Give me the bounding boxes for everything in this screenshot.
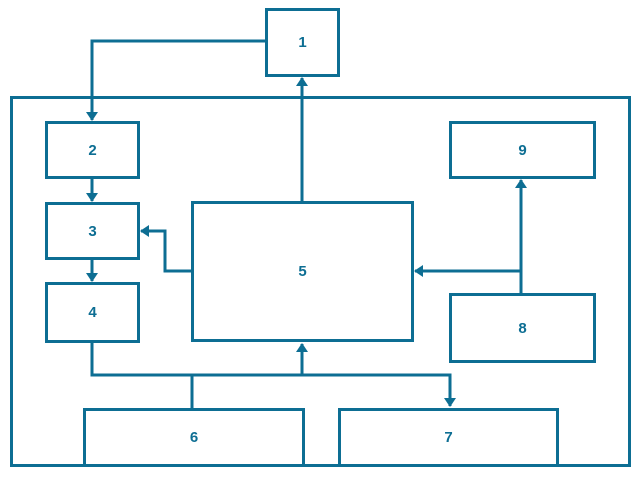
diagram-box-8: 8 (449, 293, 596, 363)
box-label: 6 (189, 429, 199, 446)
box-label: 1 (298, 34, 307, 51)
diagram-box-4: 4 (45, 282, 140, 343)
diagram-box-9: 9 (449, 121, 596, 179)
outer-container-rect (10, 96, 631, 467)
diagram-box-3: 3 (45, 202, 140, 260)
box-label: 8 (518, 319, 527, 337)
box-label: 5 (298, 263, 307, 280)
box-label: 9 (518, 141, 527, 159)
diagram-box-5: 5 (191, 201, 414, 342)
box-label: 2 (88, 141, 97, 159)
box-label: 4 (88, 304, 97, 321)
diagram-box-1: 1 (265, 8, 340, 77)
box-label: 7 (444, 429, 453, 446)
box-label: 3 (88, 222, 97, 240)
diagram-box-7: 7 (338, 408, 559, 467)
diagram-box-2: 2 (45, 121, 140, 179)
diagram-box-6: 6 (83, 408, 305, 467)
